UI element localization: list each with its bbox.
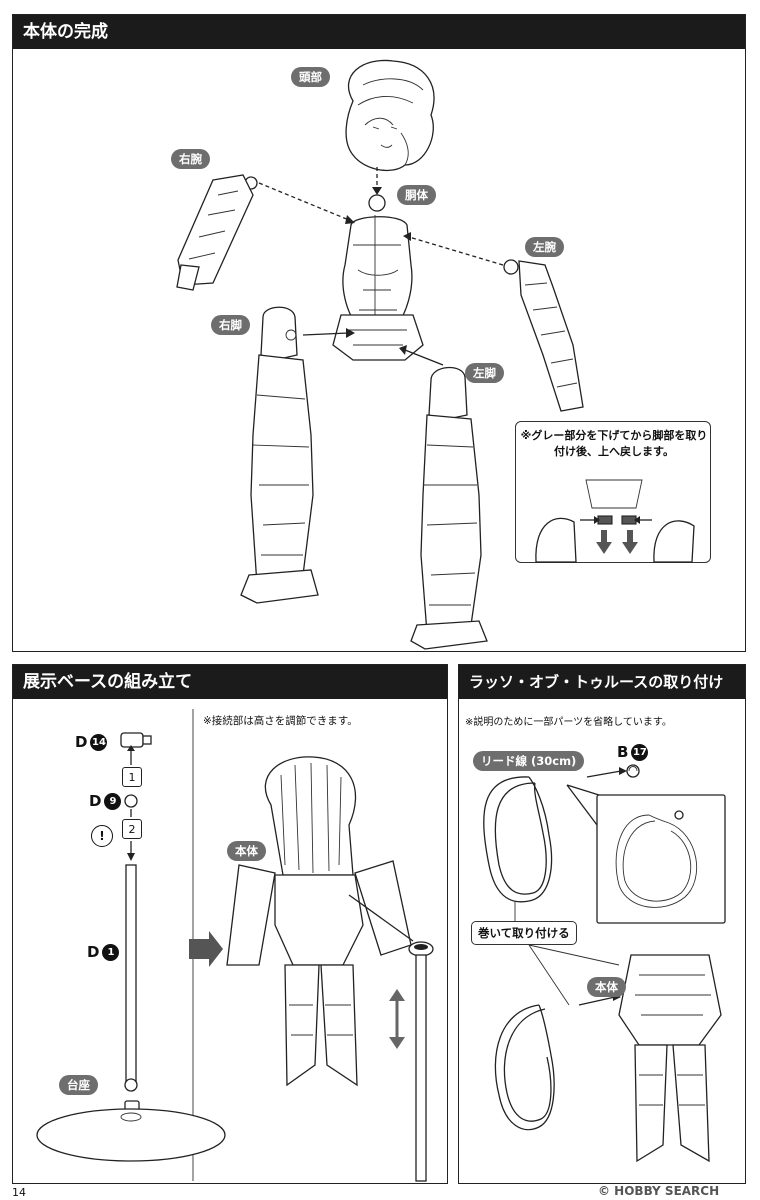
height-adjust-arrows-icon [389, 989, 405, 1049]
lasso-illustration [483, 764, 726, 1163]
figure-back-icon [226, 756, 412, 1087]
right-leg-part-icon [240, 306, 319, 604]
left-arm-part-icon [503, 259, 584, 412]
caution-icon: ! [91, 825, 113, 847]
right-leg-label: 右脚 [211, 315, 250, 335]
body-assembly-title: 本体の完成 [13, 15, 745, 49]
display-base-illustration [36, 709, 434, 1182]
wrap-label: 巻いて取り付ける [471, 921, 577, 945]
display-base-panel: 展示ベースの組み立て ※接続部は高さを調節できます。 [12, 664, 448, 1184]
lasso-on-body-icon [494, 1004, 555, 1131]
body-assembly-panel: 本体の完成 [12, 14, 746, 652]
torso-part-icon [332, 194, 424, 361]
head-label: 頭部 [291, 67, 330, 87]
base-label: 台座 [59, 1075, 98, 1095]
lasso-body-label: 本体 [587, 977, 626, 997]
watermark: © HOBBY SEARCH [598, 1184, 720, 1198]
lasso-title: ラッソ・オブ・トゥルースの取り付け [459, 665, 745, 699]
part-b17-icon [626, 764, 640, 778]
left-leg-label: 左脚 [465, 363, 504, 383]
leg-attach-detail-icon [535, 479, 695, 563]
base-plate-icon [36, 1108, 226, 1162]
lasso-panel: ラッソ・オブ・トゥルースの取り付け ※説明のために一部パーツを省略しています。 [458, 664, 746, 1184]
lasso-note: ※説明のために一部パーツを省略しています。 [465, 717, 672, 728]
right-arm-part-icon [176, 174, 258, 291]
connector-d14-icon [120, 732, 152, 748]
body-assembly-illustration [176, 59, 584, 650]
head-part-icon [345, 59, 435, 172]
lead-wire-icon [483, 776, 553, 903]
lead-wire-label: リード線 (30cm) [473, 751, 585, 771]
leg-attach-note: ※グレー部分を下げてから脚部を取り付け後、上へ戻します。 [520, 429, 708, 458]
display-body-label: 本体 [227, 841, 266, 861]
pole-d1-icon [125, 864, 137, 1086]
lasso-body-part-icon [618, 954, 722, 1163]
wire-detail-box-icon [596, 794, 726, 924]
step-1-badge: 1 [122, 767, 142, 787]
left-arm-label: 左腕 [525, 237, 564, 257]
page-number: 14 [12, 1186, 26, 1199]
right-arm-label: 右腕 [171, 149, 210, 169]
display-base-title: 展示ベースの組み立て [13, 665, 447, 699]
ball-d9-icon [124, 794, 138, 808]
left-leg-part-icon [410, 366, 488, 650]
insert-arrow-icon [189, 931, 223, 967]
display-base-note: ※接続部は高さを調節できます。 [203, 715, 358, 727]
step-2-badge: 2 [122, 819, 142, 839]
leg-attach-callout: ※グレー部分を下げてから脚部を取り付け後、上へ戻します。 [515, 421, 711, 563]
torso-label: 胴体 [397, 185, 436, 205]
